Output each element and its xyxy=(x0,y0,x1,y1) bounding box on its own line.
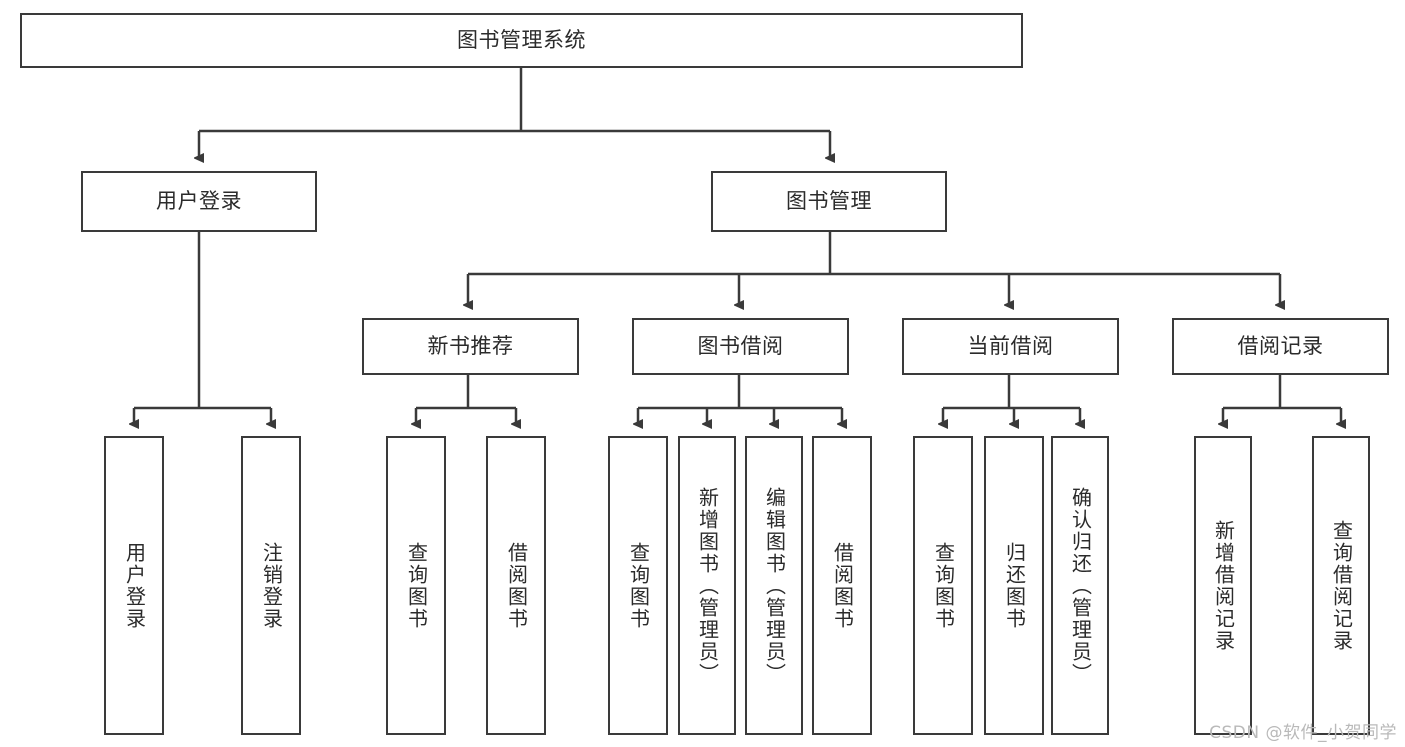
node-leaf-rec-borrow-label: 借阅图书 xyxy=(504,541,529,630)
node-leaf-user-login-label: 用户登录 xyxy=(122,541,147,630)
node-leaf-br-add[interactable]: 新增借阅记录 xyxy=(1194,436,1252,735)
node-book-borrow[interactable]: 图书借阅 xyxy=(632,318,849,375)
node-leaf-br-query-label: 查询借阅记录 xyxy=(1329,519,1354,652)
node-leaf-bb-add[interactable]: 新增图书（管理员） xyxy=(678,436,736,735)
node-leaf-bb-edit-label: 编辑图书（管理员） xyxy=(762,486,787,685)
node-leaf-rec-query[interactable]: 查询图书 xyxy=(386,436,446,735)
node-book-manage-label: 图书管理 xyxy=(786,188,872,213)
node-leaf-cb-query[interactable]: 查询图书 xyxy=(913,436,973,735)
node-leaf-rec-query-label: 查询图书 xyxy=(404,541,429,630)
node-leaf-user-logout-label: 注销登录 xyxy=(259,541,284,630)
node-leaf-cb-confirm-label: 确认归还（管理员） xyxy=(1068,486,1093,685)
node-leaf-cb-confirm[interactable]: 确认归还（管理员） xyxy=(1051,436,1109,735)
node-borrow-record[interactable]: 借阅记录 xyxy=(1172,318,1389,375)
node-leaf-rec-borrow[interactable]: 借阅图书 xyxy=(486,436,546,735)
node-leaf-br-query[interactable]: 查询借阅记录 xyxy=(1312,436,1370,735)
node-leaf-user-logout[interactable]: 注销登录 xyxy=(241,436,301,735)
node-leaf-bb-borrow[interactable]: 借阅图书 xyxy=(812,436,872,735)
node-borrow-record-label: 借阅记录 xyxy=(1237,333,1324,358)
node-leaf-user-login[interactable]: 用户登录 xyxy=(104,436,164,735)
node-current-borrow-label: 当前借阅 xyxy=(967,333,1054,358)
node-book-borrow-label: 图书借阅 xyxy=(697,333,784,358)
node-leaf-bb-edit[interactable]: 编辑图书（管理员） xyxy=(745,436,803,735)
node-user-login-label: 用户登录 xyxy=(156,188,242,213)
node-leaf-br-add-label: 新增借阅记录 xyxy=(1211,519,1236,652)
node-leaf-bb-add-label: 新增图书（管理员） xyxy=(695,486,720,685)
node-leaf-cb-return[interactable]: 归还图书 xyxy=(984,436,1044,735)
node-current-borrow[interactable]: 当前借阅 xyxy=(902,318,1119,375)
node-book-manage[interactable]: 图书管理 xyxy=(711,171,947,232)
csdn-watermark: CSDN @软件_小贺同学 xyxy=(1209,723,1397,743)
node-leaf-cb-query-label: 查询图书 xyxy=(931,541,956,630)
node-leaf-bb-borrow-label: 借阅图书 xyxy=(830,541,855,630)
node-leaf-bb-query-label: 查询图书 xyxy=(626,541,651,630)
node-new-book-rec-label: 新书推荐 xyxy=(427,333,514,358)
node-leaf-cb-return-label: 归还图书 xyxy=(1002,541,1027,630)
node-root[interactable]: 图书管理系统 xyxy=(20,13,1023,68)
node-new-book-rec[interactable]: 新书推荐 xyxy=(362,318,579,375)
node-user-login[interactable]: 用户登录 xyxy=(81,171,317,232)
node-root-label: 图书管理系统 xyxy=(457,27,586,52)
node-leaf-bb-query[interactable]: 查询图书 xyxy=(608,436,668,735)
